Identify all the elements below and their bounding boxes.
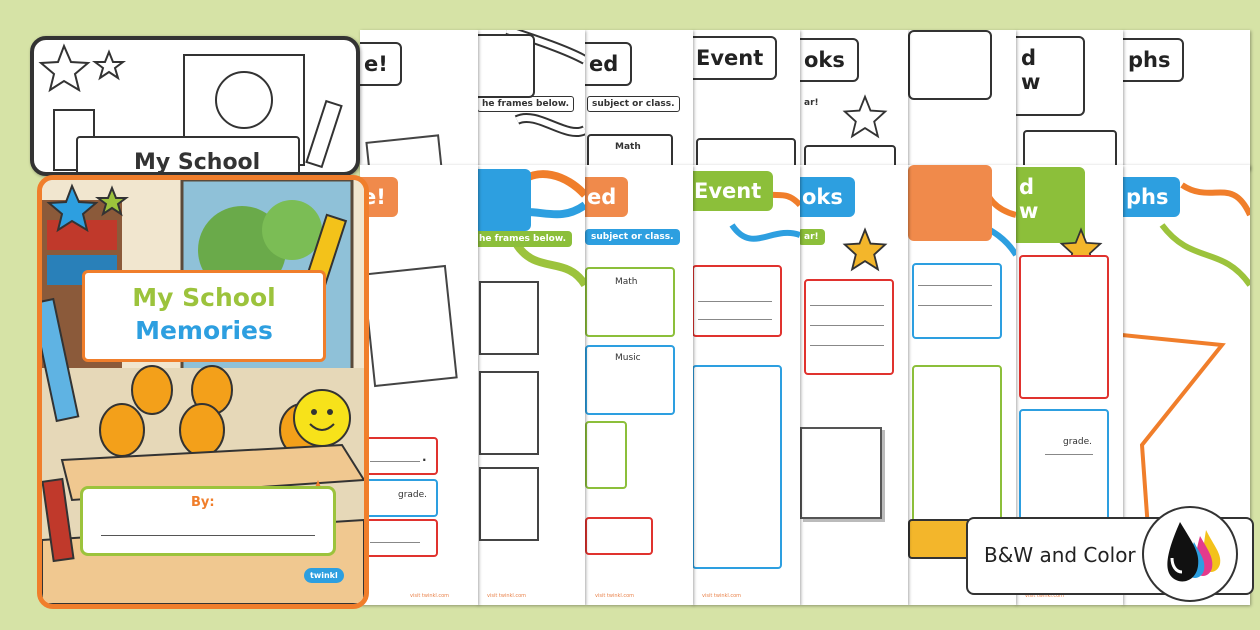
color-cover: My School Memories By: twinkl bbox=[37, 175, 369, 609]
photo-frame bbox=[479, 467, 539, 541]
bw-tab-0b bbox=[477, 34, 535, 98]
bw-page-1: ed subject or class. Math bbox=[585, 30, 693, 170]
footer-text: visit twinkl.com bbox=[1025, 593, 1065, 599]
write-line bbox=[698, 319, 772, 320]
bw-year-fragment: ar! bbox=[804, 98, 819, 108]
footer-text: visit twinkl.com bbox=[410, 593, 450, 599]
bw-page-6: phs bbox=[1122, 30, 1250, 170]
color-box-red bbox=[804, 279, 894, 375]
by-label: By: bbox=[191, 495, 215, 510]
bw-wavy-lines bbox=[505, 30, 585, 137]
bw-page-4 bbox=[908, 30, 1016, 170]
bw-tab-0a: e! bbox=[360, 42, 402, 86]
cover-title-line2: Memories bbox=[135, 316, 273, 345]
write-line bbox=[101, 535, 315, 536]
color-box-red bbox=[360, 519, 438, 557]
color-page-2: Event visit twinkl.com bbox=[692, 165, 800, 605]
music-box bbox=[585, 345, 675, 415]
color-tab-2: Event bbox=[692, 171, 774, 211]
star-icon bbox=[842, 227, 888, 272]
bw-page-3: oks ar! bbox=[800, 30, 908, 170]
cover-title-line1: My School bbox=[132, 283, 276, 312]
color-box-green bbox=[585, 421, 627, 489]
math-box bbox=[585, 267, 675, 337]
bw-tab-3: oks bbox=[800, 38, 859, 82]
bw-tab-4 bbox=[908, 30, 992, 100]
bw-page-0b: he frames below. bbox=[477, 30, 585, 170]
color-box-blue bbox=[692, 365, 782, 569]
color-box-red bbox=[585, 517, 653, 555]
orange-star-outline bbox=[1122, 182, 1250, 586]
cover-title-box: My School Memories bbox=[82, 270, 326, 362]
color-box-red bbox=[1019, 255, 1109, 399]
grade-text: grade. bbox=[398, 490, 428, 500]
bw-subject-box bbox=[587, 134, 673, 170]
year-pill: ar! bbox=[800, 229, 825, 245]
bw-box bbox=[1023, 130, 1117, 170]
author-box: By: bbox=[80, 486, 336, 556]
photo-frame bbox=[479, 281, 539, 355]
footer-text: visit twinkl.com bbox=[702, 593, 742, 599]
school-bus-icon bbox=[908, 519, 972, 559]
color-page-1: ed subject or class. Math Music visit tw… bbox=[585, 165, 693, 605]
write-line bbox=[810, 305, 884, 306]
photo-frame bbox=[362, 264, 458, 388]
bw-cover-title: My School bbox=[134, 150, 261, 175]
bw-cover: My School bbox=[30, 36, 360, 176]
music-label: Music bbox=[615, 353, 641, 363]
color-box-blue bbox=[912, 263, 1002, 339]
color-tab-3: oks bbox=[800, 177, 855, 217]
badge-label: B&W and Color bbox=[984, 543, 1136, 567]
footer-text: visit twinkl.com bbox=[487, 593, 527, 599]
write-line bbox=[370, 461, 420, 462]
color-tab-6: phs bbox=[1122, 177, 1181, 217]
write-line bbox=[370, 542, 420, 543]
write-line bbox=[1045, 454, 1093, 455]
write-line bbox=[918, 305, 992, 306]
star-outline-icon bbox=[842, 94, 888, 139]
bw-tab-2: Event bbox=[692, 36, 778, 80]
subject-pill: subject or class. bbox=[585, 229, 680, 245]
color-box-blue bbox=[360, 479, 438, 517]
write-line bbox=[810, 345, 884, 346]
bw-subject-label: Math bbox=[615, 142, 641, 152]
bw-page-0a: e! bbox=[360, 30, 478, 170]
color-tab-4 bbox=[908, 165, 992, 241]
period: . bbox=[422, 450, 427, 464]
write-line bbox=[918, 285, 992, 286]
color-page-0b: he frames below. visit twinkl.com bbox=[477, 165, 585, 605]
frames-pill: he frames below. bbox=[477, 231, 573, 247]
bw-page-5: d w bbox=[1015, 30, 1123, 170]
color-page-3: oks ar! bbox=[800, 165, 908, 605]
bw-tab-1: ed bbox=[585, 42, 633, 86]
color-tab-0b bbox=[477, 169, 531, 231]
bw-page-2: Event bbox=[692, 30, 800, 170]
bw-cover-title-box bbox=[76, 136, 300, 172]
bw-tab-6: phs bbox=[1122, 38, 1185, 82]
color-tab-1: ed bbox=[585, 177, 629, 217]
grade-text: grade. bbox=[1063, 437, 1093, 447]
bw-box bbox=[696, 138, 796, 170]
bw-tab-5: d w bbox=[1015, 36, 1085, 116]
bw-pill-text: he frames below. bbox=[477, 96, 575, 112]
book-icon bbox=[800, 427, 882, 519]
bw-pill-text: subject or class. bbox=[587, 96, 680, 112]
color-box-red bbox=[360, 437, 438, 475]
footer-text: visit twinkl.com bbox=[595, 593, 635, 599]
color-tab-5: d w bbox=[1015, 167, 1085, 243]
ink-drops-icon bbox=[1142, 506, 1238, 602]
write-line bbox=[810, 325, 884, 326]
color-page-0a: e! . grade. visit twinkl.com bbox=[360, 165, 478, 605]
math-label: Math bbox=[615, 277, 638, 287]
write-line bbox=[698, 301, 772, 302]
twinkl-logo: twinkl bbox=[304, 568, 344, 583]
photo-frame bbox=[479, 371, 539, 455]
